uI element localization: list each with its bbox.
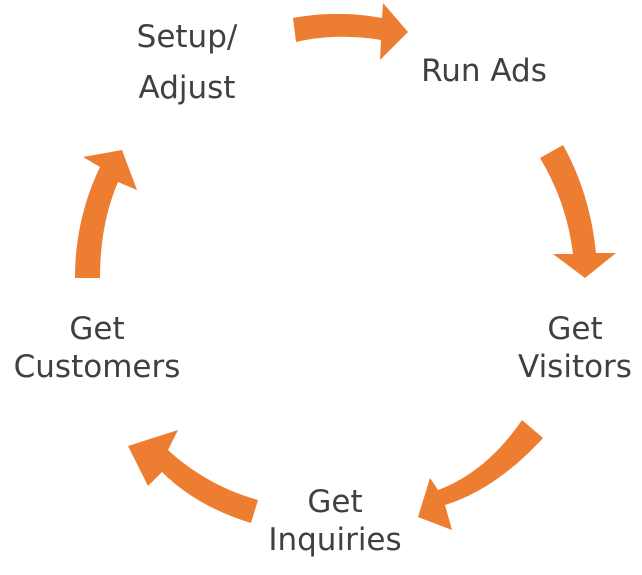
arrow-get-customers-to-setup [75,150,137,278]
arrow-get-inquiries-to-get-customers [128,430,258,523]
step-get-visitors-line-1: Get [547,311,603,347]
step-setup-line-2: Adjust [138,70,236,106]
step-setup-line-1: Setup/ [136,19,238,55]
step-get-visitors: Get Visitors [518,314,632,383]
arrow-run-ads-to-get-visitors [540,145,616,278]
step-get-visitors-line-2: Visitors [518,349,632,385]
arrow-get-visitors-to-get-inquiries [418,420,543,530]
step-setup-adjust: Setup/ Adjust [137,22,238,104]
step-run-ads-line-1: Run Ads [421,53,547,89]
step-get-customers: Get Customers [14,314,181,383]
step-run-ads: Run Ads [421,56,547,87]
arrow-setup-to-run-ads [293,3,408,60]
step-get-inquiries-line-2: Inquiries [268,522,402,558]
step-get-customers-line-1: Get [69,311,125,347]
step-get-inquiries-line-1: Get [307,484,363,520]
step-get-inquiries: Get Inquiries [268,487,401,556]
step-get-customers-line-2: Customers [13,349,181,385]
